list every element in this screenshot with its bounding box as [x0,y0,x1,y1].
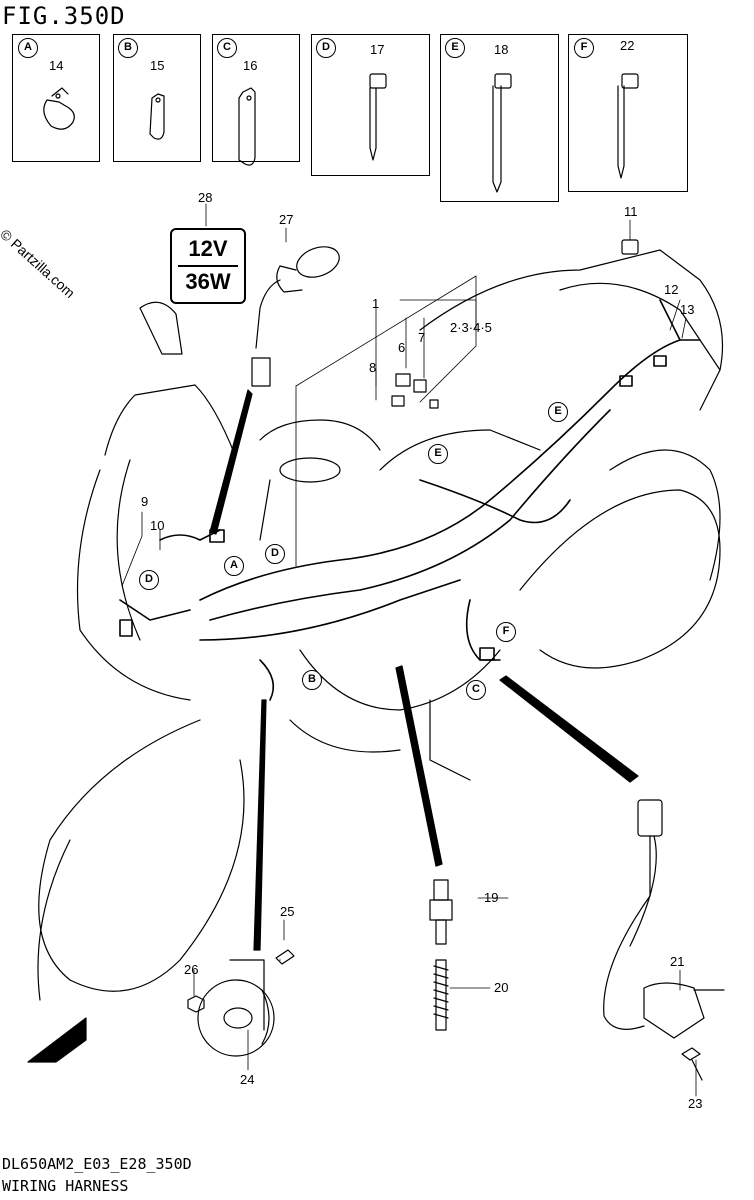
sensor-21-icon [603,799,725,1039]
callout-11: 11 [624,204,638,219]
relays-icon [391,373,439,409]
section-title: WIRING HARNESS [2,1177,129,1195]
location-marker-d2: D [139,570,159,590]
callout-17: 17 [370,42,385,57]
relay-leaders [295,275,477,567]
callout-20: 20 [494,980,509,995]
location-marker-b: B [302,670,322,690]
callout-16: 16 [243,58,258,73]
callout-7: 7 [418,330,426,345]
callout-12: 12 [664,282,679,297]
clamp-14-icon [43,87,75,130]
callout-1: 1 [372,296,380,311]
voltage-label: 12V [188,236,228,261]
fwd-arrow-icon [27,1017,87,1063]
callout-24: 24 [240,1072,255,1087]
spring-20-icon [433,959,449,1031]
box-letter-a: A [18,38,38,58]
location-marker-e2: E [548,402,568,422]
callout-14: 14 [49,58,64,73]
detail-box-d [311,34,430,176]
bolt-23-icon [681,1047,703,1081]
clamp-16-icon [238,87,256,166]
box-letter-d: D [316,38,336,58]
location-marker-f: F [496,622,516,642]
motorcycle-outline [37,249,724,1001]
callout-23: 23 [688,1096,703,1111]
callout-9: 9 [141,494,149,509]
callout-13: 13 [680,302,695,317]
location-marker-d1: D [265,544,285,564]
callout-2345: 2·3·4·5 [450,320,492,335]
figure-code: FIG.350D [2,2,126,30]
bolt-25-icon [275,949,295,965]
callout-22: 22 [620,38,635,53]
box-letter-f: F [574,38,594,58]
callout-25: 25 [280,904,295,919]
tie-18-icon [492,73,512,193]
tie-22-icon [617,73,639,179]
callout-28: 28 [198,190,213,205]
callout-10: 10 [150,518,165,533]
wattage-label: 36W [185,269,231,294]
detail-box-f [568,34,688,192]
location-marker-c: C [466,680,486,700]
box-letter-b: B [118,38,138,58]
detail-box-b [113,34,201,162]
clamp-11-icon [621,239,639,255]
callout-6: 6 [398,340,406,355]
accessory-socket-27-icon [251,246,340,387]
box-letter-c: C [217,38,237,58]
box-letter-e: E [445,38,465,58]
callout-21: 21 [670,954,685,969]
nut-26-icon [187,995,205,1013]
wiring-harness [119,299,701,701]
callout-26: 26 [184,962,199,977]
detail-box-a [12,34,100,162]
callout-27: 27 [279,212,294,227]
location-marker-e1: E [428,444,448,464]
power-rating-badge: 12V 36W [170,228,246,304]
detail-box-e [440,34,559,202]
callout-19: 19 [484,890,499,905]
clamp-15-icon [149,93,165,140]
callout-8: 8 [369,360,377,375]
switch-19-icon [429,879,453,945]
detail-box-c [212,34,300,162]
callout-18: 18 [494,42,509,57]
tie-17-icon [369,73,387,161]
location-marker-a: A [224,556,244,576]
horn-24-icon [197,959,275,1057]
pointer-wedges [209,389,639,951]
model-code: DL650AM2_E03_E28_350D [2,1155,192,1173]
callout-15: 15 [150,58,165,73]
